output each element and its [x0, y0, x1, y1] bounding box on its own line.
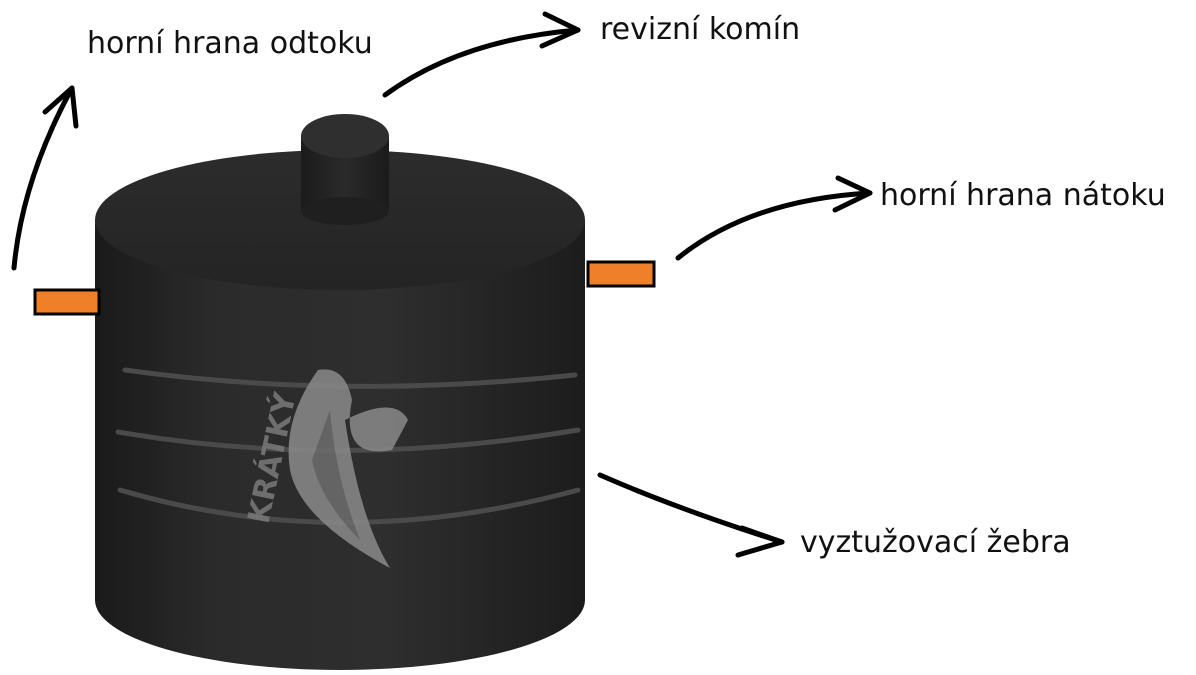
chimney-top [301, 114, 389, 158]
arrow-outflow [11, 85, 79, 271]
label-outflow-top-edge: horní hrana odtoku [87, 26, 373, 61]
arrow-ribs [597, 472, 785, 558]
label-inspection-chimney: revizní komín [600, 12, 800, 47]
inflow-pipe [586, 260, 656, 288]
inspection-chimney [301, 114, 389, 225]
kratky-watermark-logo: KRÁTKÝ [240, 369, 408, 568]
annotation-arrows [11, 11, 873, 558]
label-inflow-top-edge: horní hrana nátoku [880, 178, 1166, 213]
chimney-bottom [301, 197, 389, 225]
logo-shape-highlight [312, 410, 360, 540]
tank: KRÁTKÝ [33, 114, 656, 670]
logo-shape [288, 369, 408, 568]
outflow-pipe [33, 288, 101, 316]
arrow-inflow [675, 175, 873, 261]
arrow-chimney [382, 11, 581, 98]
label-reinforcing-ribs: vyztužovací žebra [800, 525, 1071, 560]
